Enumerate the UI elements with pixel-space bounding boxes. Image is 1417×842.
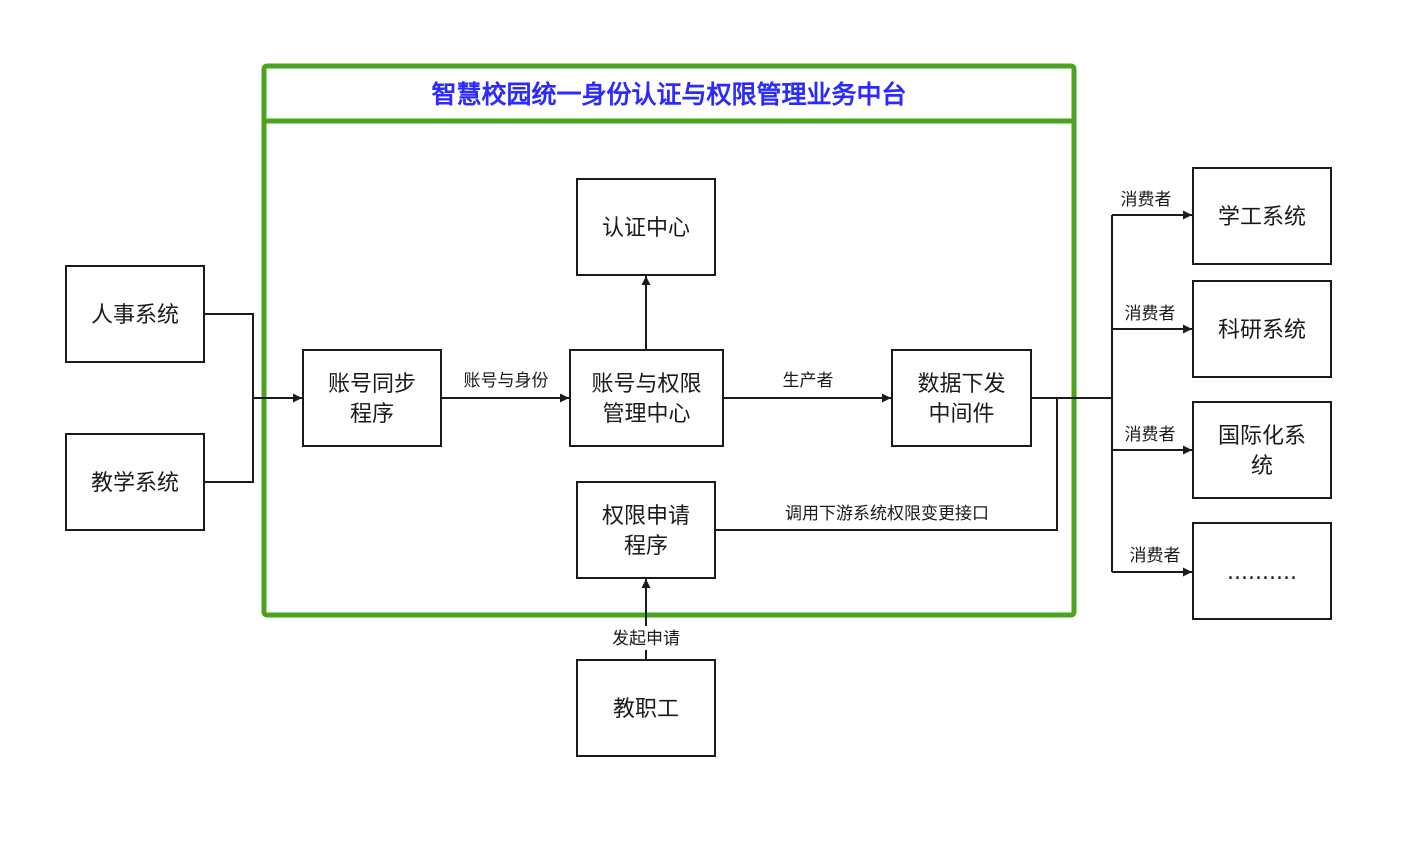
node-apply-box — [576, 481, 716, 579]
label-consumer-2: 消费者 — [1125, 304, 1176, 324]
node-auth-box — [576, 178, 716, 276]
nodes: 人事系统教学系统账号同步程序账号与权限管理中心认证中心数据下发中间件权限申请程序… — [65, 167, 1332, 757]
edge-apply-to-mw — [716, 398, 1058, 531]
node-acct-box — [569, 349, 724, 447]
node-hr-box — [65, 265, 205, 363]
label-consumer-1: 消费者 — [1121, 190, 1172, 210]
label-consumer-4: 消费者 — [1130, 546, 1181, 566]
node-auth-label: 认证中心 — [602, 216, 690, 241]
platform-container: 智慧校园统一身份认证与权限管理业务中台 — [261, 63, 1077, 618]
node-staff-box — [576, 659, 716, 757]
node-apply-label: 权限申请 — [602, 504, 690, 529]
node-mw-label: 数据下发 — [917, 372, 1005, 397]
node-intl-box — [1192, 401, 1332, 499]
node-teaching: 教学系统 — [65, 433, 205, 531]
node-sync-label: 账号同步 — [328, 372, 416, 397]
node-intl-label: 统 — [1251, 454, 1273, 479]
node-hr-label: 人事系统 — [91, 303, 179, 328]
edge-labels: 账号与身份 生产者 调用下游系统权限变更接口 发起申请 消费者 消费者 消费者 … — [464, 190, 1181, 650]
node-student-label: 学工系统 — [1218, 205, 1306, 230]
node-staff: 教职工 — [576, 659, 716, 757]
node-research: 科研系统 — [1192, 280, 1332, 378]
edge-hr-to-merge — [204, 313, 254, 398]
node-teaching-label: 教学系统 — [91, 471, 179, 496]
node-acct-label: 账号与权限 — [591, 372, 701, 397]
node-research-box — [1192, 280, 1332, 378]
node-hr: 人事系统 — [65, 265, 205, 363]
node-more: .......... — [1192, 522, 1332, 620]
node-more-label: .......... — [1227, 560, 1297, 585]
node-student: 学工系统 — [1192, 167, 1332, 265]
node-research-label: 科研系统 — [1218, 318, 1306, 343]
node-teaching-box — [65, 433, 205, 531]
staff-label-bg — [608, 626, 684, 650]
node-sync-label: 程序 — [350, 402, 394, 427]
edge-teaching-to-merge — [204, 398, 254, 483]
platform-title: 智慧校园统一身份认证与权限管理业务中台 — [431, 80, 906, 109]
node-apply-label: 程序 — [624, 534, 668, 559]
node-auth: 认证中心 — [576, 178, 716, 276]
label-apply-to-mw: 调用下游系统权限变更接口 — [785, 504, 989, 524]
label-sync-to-acct: 账号与身份 — [464, 371, 549, 391]
label-acct-to-mw: 生产者 — [783, 371, 834, 391]
node-student-box — [1192, 167, 1332, 265]
node-staff-label: 教职工 — [613, 697, 679, 722]
node-mw-box — [891, 349, 1032, 447]
label-consumer-3: 消费者 — [1125, 425, 1176, 445]
node-intl-label: 国际化系 — [1218, 424, 1306, 449]
node-more-box — [1192, 522, 1332, 620]
node-sync-box — [302, 349, 442, 447]
node-acct-label: 管理中心 — [602, 402, 690, 427]
platform-outer-border — [261, 63, 1077, 618]
node-mw-label: 中间件 — [928, 402, 994, 427]
label-staff-to-apply: 发起申请 — [612, 629, 680, 649]
